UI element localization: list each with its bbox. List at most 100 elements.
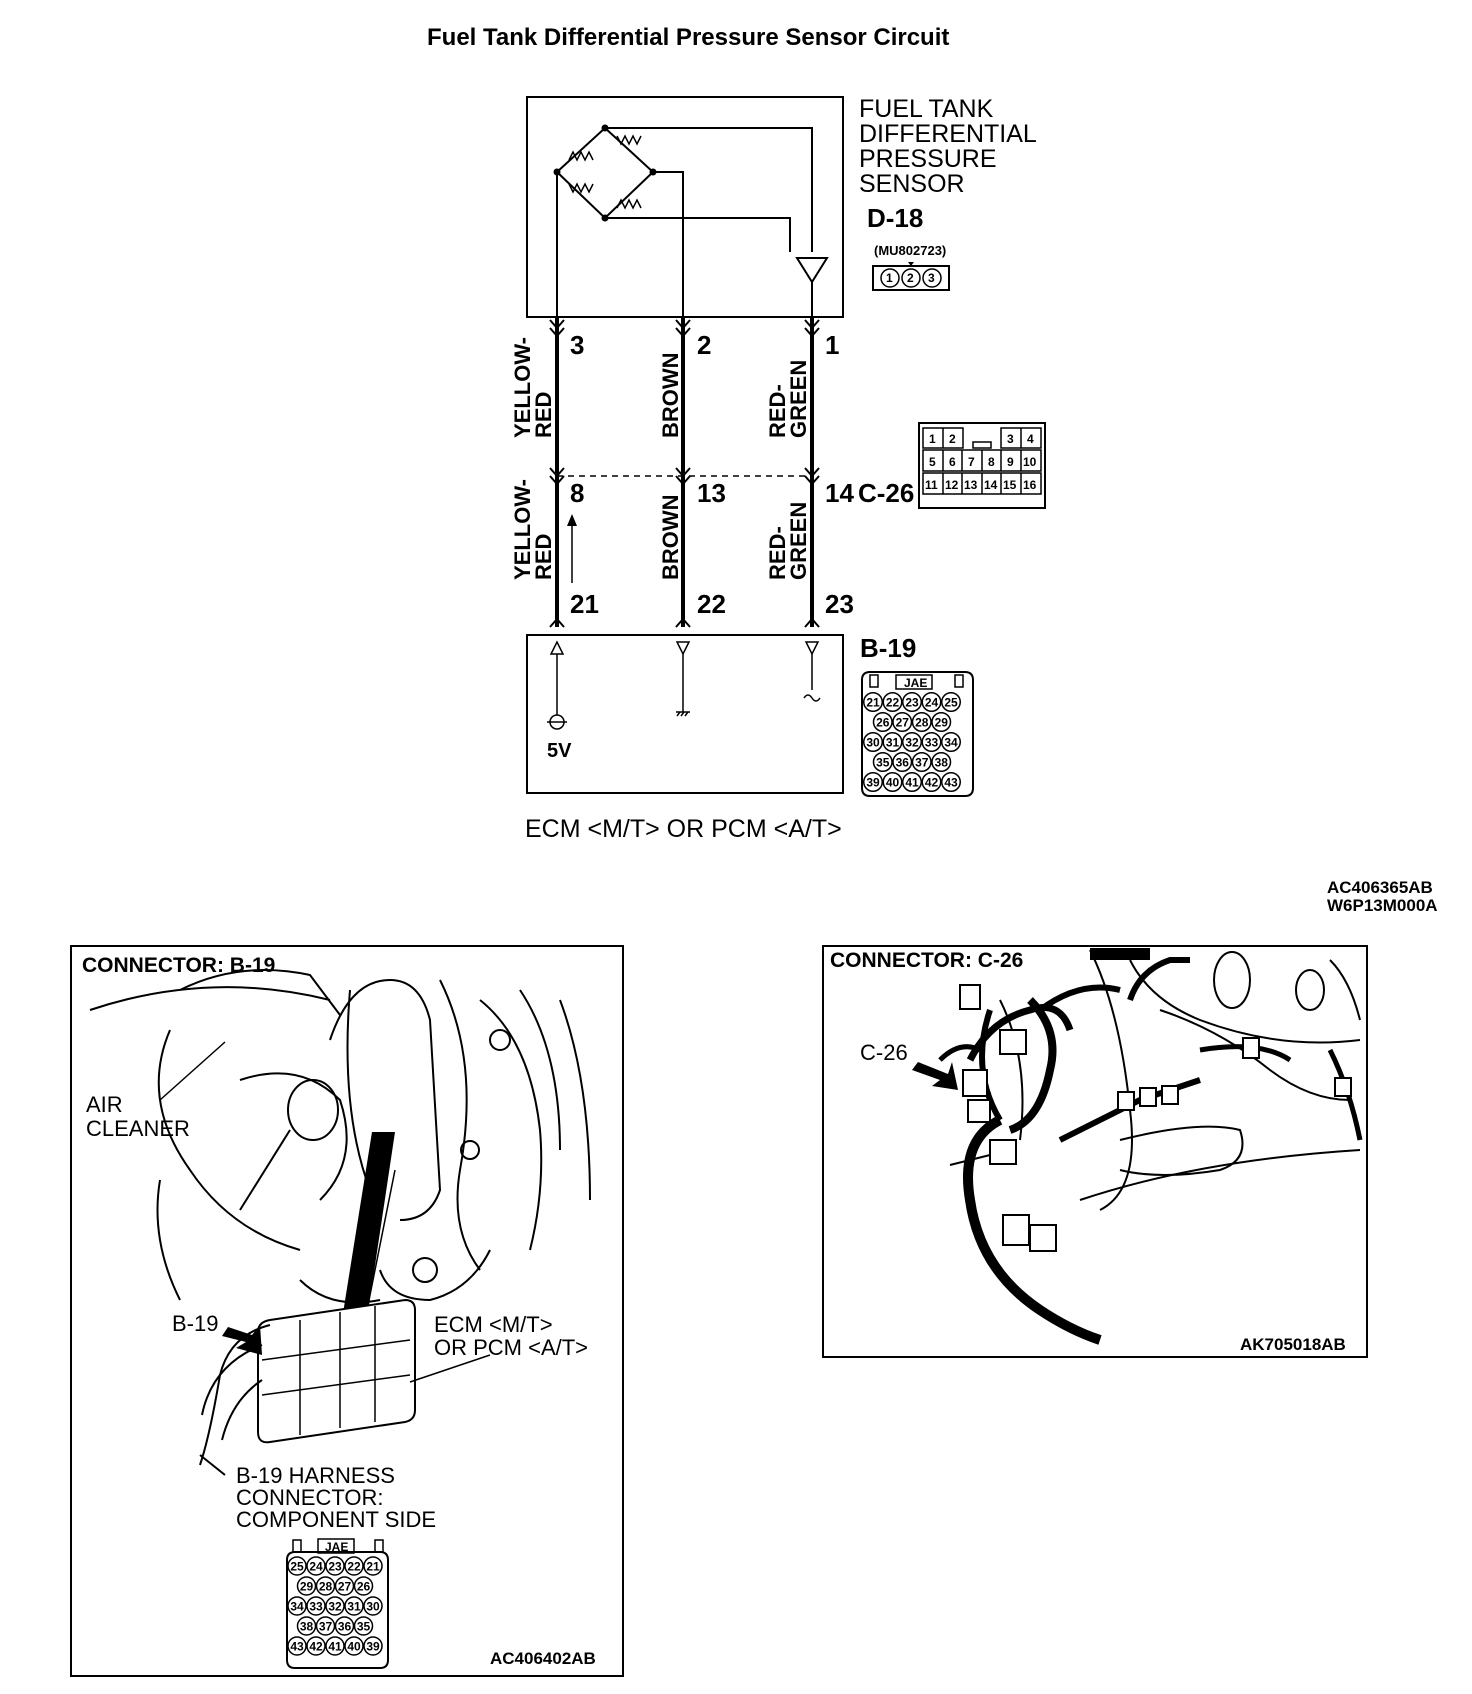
pin-circle [921,692,942,712]
pointer-wedge-icon [340,1132,395,1332]
pin-label: 29 [935,716,949,730]
c26-pin-labels: 1 2 3 4 5 6 7 8 9 10 11 12 13 14 15 16 [925,432,1037,492]
pin-label: 30 [866,736,880,750]
pin-circle [363,1556,383,1576]
ecm-voltage: 5V [547,740,572,762]
c26-cell: 8 [988,455,995,469]
c26-pin-14: 14 [825,478,854,508]
c26-cell: 10 [1023,455,1037,469]
panel-c26-heading: CONNECTOR: C-26 [830,949,1023,972]
engine-bay-illustration [89,969,591,1341]
ecm-callout-1: ECM <M/T> [434,1312,553,1337]
pin-circle [941,732,961,752]
pin-circle [363,1596,383,1616]
pin-label: 31 [347,1600,361,1614]
pin-circle [334,1616,355,1636]
pin-circle [911,752,932,772]
pin-circle [287,1556,307,1576]
panel-b19-heading: CONNECTOR: B-19 [82,954,275,977]
d18-pin-3: 3 [928,271,935,285]
pin-label: 32 [905,736,919,750]
pin-circle [344,1556,364,1576]
ecm-pin-23: 23 [825,589,854,619]
c26-cell: 15 [1003,478,1017,492]
c26-cell: 1 [929,432,936,446]
pin-circle [325,1556,345,1576]
air-cleaner-label-1: AIR [86,1092,123,1117]
pin-label: 22 [347,1560,361,1574]
air-cleaner-label-2: CLEANER [86,1116,190,1141]
c26-connector-icon [918,422,1046,509]
pin-label: 26 [357,1580,371,1594]
pin-circle [325,1596,345,1616]
pin-label: 23 [905,696,919,710]
sensor-pin-1: 1 [825,330,839,360]
wire-color-yellow-red-2a: YELLOW- [510,479,535,580]
c26-cell: 14 [984,478,998,492]
pin-circle [863,732,883,752]
pin-label: 36 [896,756,910,770]
pin-label: 34 [290,1600,304,1614]
ecm-pin-21: 21 [570,589,599,619]
b19-maker: JAE [904,676,927,690]
pin-circle [872,752,893,772]
wire-color-red-green-1b: GREEN [786,360,811,438]
ecm-label: ECM <M/T> OR PCM <A/T> [525,815,842,843]
pin-label: 33 [309,1600,323,1614]
c26-cell: 2 [949,432,956,446]
pin-circle [315,1576,336,1596]
wire-runs [549,317,820,628]
pin-circle [296,1616,317,1636]
sensor-pin-3: 3 [570,330,584,360]
pin-label: 30 [366,1600,380,1614]
c26-cell: 4 [1027,432,1034,446]
c26-cell: 13 [964,478,978,492]
pin-circle [882,692,903,712]
c26-cell: 9 [1007,455,1014,469]
pin-circle [863,692,883,712]
diagram-sub-code: W6P13M000A [1327,896,1438,915]
wire-color-yellow-red-2b: RED [531,534,556,580]
b19-arrow-icon [222,1325,262,1355]
ecm-module-illustration [199,1298,416,1476]
pin-circle [931,712,952,732]
pin-label: 25 [944,696,958,710]
sensor-pin-2: 2 [697,330,711,360]
d18-pin-2: 2 [907,271,914,285]
pin-circle [325,1636,345,1656]
pin-label: 40 [886,776,900,790]
pin-label: 21 [866,696,880,710]
b19-callout: B-19 [172,1311,218,1336]
c26-id: C-26 [858,478,914,508]
panel-c26-frame [822,945,1368,1358]
c26-cell: 7 [968,455,975,469]
c26-pin-13: 13 [697,478,726,508]
harness-maker: JAE [325,1540,348,1554]
pin-label: 26 [876,716,890,730]
pin-circle [353,1616,374,1636]
harness-label-2: CONNECTOR: [236,1485,384,1510]
pin-label: 21 [366,1560,380,1574]
c26-arrow-icon [912,1062,958,1090]
pin-label: 40 [347,1640,361,1654]
pin-circle [872,712,893,732]
pin-circle [931,752,952,772]
pin-circle [902,692,922,712]
pin-circle [911,712,932,732]
pin-circle [344,1596,364,1616]
pin-circle [921,732,942,752]
pin-label: 38 [935,756,949,770]
sensor-part-number: (MU802723) [874,243,946,258]
pin-label: 25 [290,1560,304,1574]
pin-label: 28 [319,1580,333,1594]
c26-cell: 12 [945,478,959,492]
harness-label-1: B-19 HARNESS [236,1463,395,1488]
pin-label: 34 [944,736,958,750]
pin-label: 41 [905,776,919,790]
sensor-name-4: SENSOR [859,170,965,198]
wire-color-red-green-1a: RED- [765,384,790,438]
b19-connector-icon [861,671,974,797]
ecm-pin-22: 22 [697,589,726,619]
sensor-box [526,96,844,318]
panel-b19-code: AC406402AB [490,1649,596,1668]
